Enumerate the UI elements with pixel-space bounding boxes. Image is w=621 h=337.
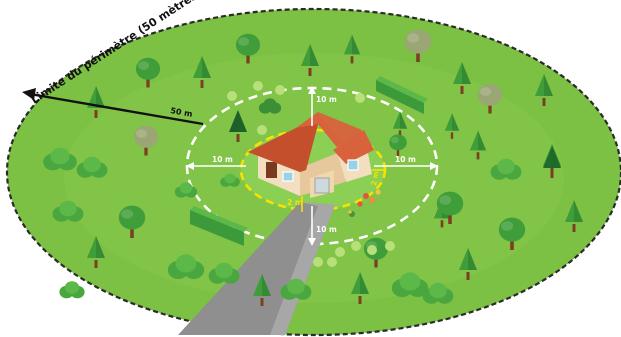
small-shrub-icon (227, 91, 237, 101)
small-shrub-icon (313, 257, 323, 267)
small-shrub-icon (367, 245, 377, 255)
distance-left-label: 10 m (212, 155, 233, 164)
distance-right-label: 10 m (395, 155, 416, 164)
distance-top-label: 10 m (316, 95, 337, 104)
small-shrub-icon (275, 85, 285, 95)
small-shrub-icon (335, 247, 345, 257)
small-shrub-icon (355, 93, 365, 103)
small-shrub-icon (253, 81, 263, 91)
small-shrub-icon (351, 241, 361, 251)
distance-bottom-label: 10 m (316, 225, 337, 234)
small-shrub-icon (257, 125, 267, 135)
distance-inner-left-label: 2 m (287, 198, 303, 207)
small-shrub-icon (385, 241, 395, 251)
small-shrub-icon (327, 257, 337, 267)
bush-icon (59, 281, 84, 298)
